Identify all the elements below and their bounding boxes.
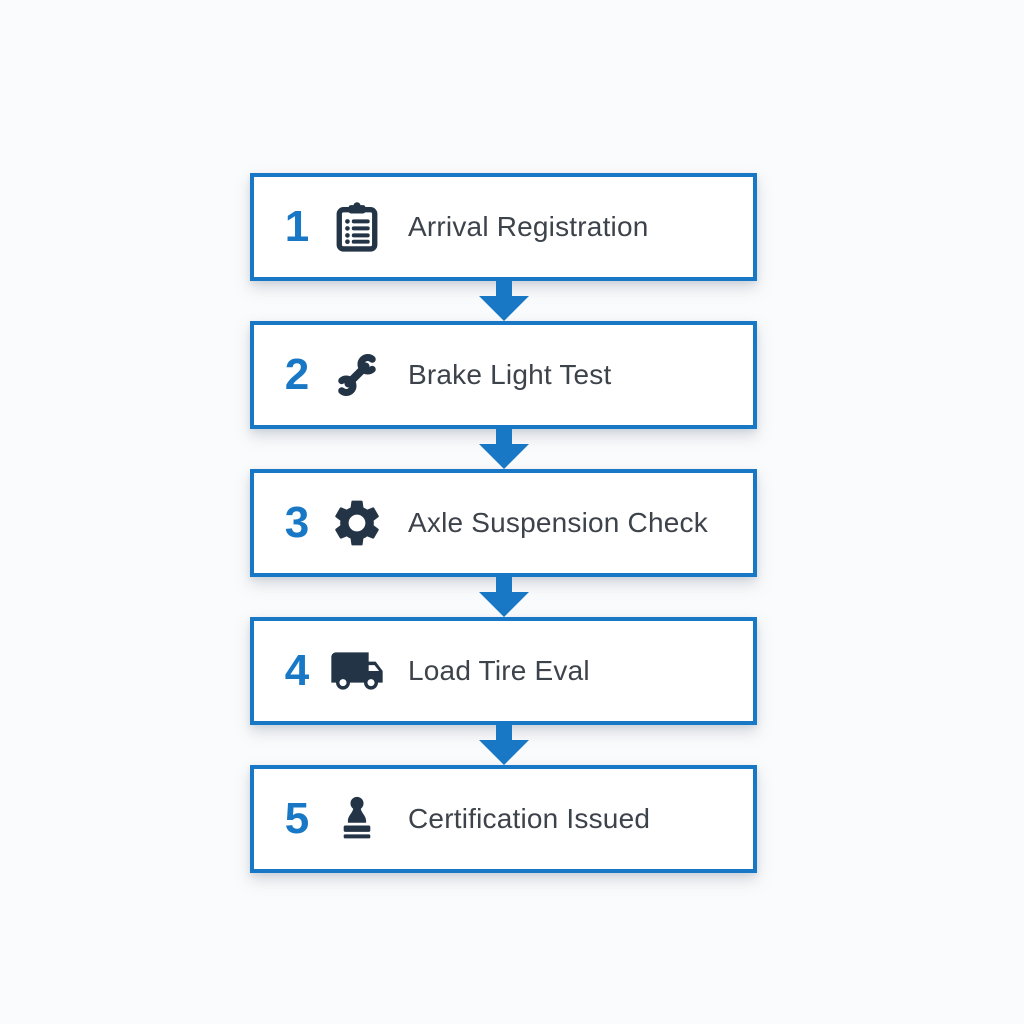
step-label: Certification Issued	[408, 803, 651, 834]
step-label: Brake Light Test	[408, 359, 612, 390]
down-arrow-icon	[476, 429, 532, 469]
step-number: 3	[284, 498, 310, 547]
step-number: 5	[284, 794, 310, 843]
process-flowchart: 1 Arrival R	[250, 173, 757, 873]
down-arrow-icon	[476, 577, 532, 617]
step-box-brake-light-test: 2 Brake Light Test	[250, 321, 757, 429]
step-label: Axle Suspension Check	[408, 507, 708, 538]
wrench-icon	[328, 346, 386, 404]
step-box-axle-suspension-check: 3 Axle Suspension Check	[250, 469, 757, 577]
step-box-arrival-registration: 1 Arrival R	[250, 173, 757, 281]
step-label: Load Tire Eval	[408, 655, 590, 686]
step-label: Arrival Registration	[408, 211, 649, 242]
down-arrow-icon	[476, 281, 532, 321]
step-box-load-tire-eval: 4 Load Tire Eval	[250, 617, 757, 725]
step-number: 1	[284, 202, 310, 251]
step-box-certification-issued: 5 Certification Issued	[250, 765, 757, 873]
truck-icon	[328, 642, 386, 700]
clipboard-icon	[328, 198, 386, 256]
gear-icon	[328, 494, 386, 552]
step-number: 4	[284, 646, 310, 695]
down-arrow-icon	[476, 725, 532, 765]
step-number: 2	[284, 350, 310, 399]
stamp-icon	[328, 790, 386, 848]
